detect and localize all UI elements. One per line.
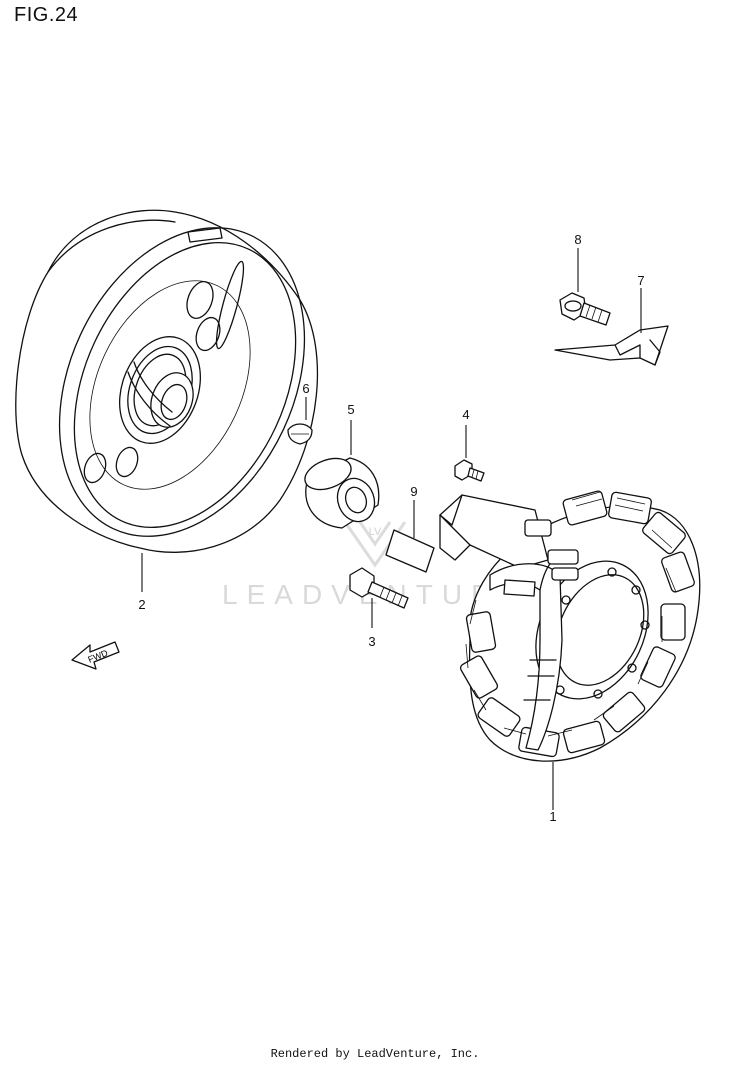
rotor-bolt	[349, 567, 409, 609]
pulser-coil	[439, 494, 552, 569]
wire-harness	[489, 549, 579, 751]
footer-credit: Rendered by LeadVenture, Inc.	[270, 1047, 480, 1061]
spacer-bushing	[304, 457, 380, 529]
callout-4: 4	[462, 407, 469, 422]
watermark-monogram: LV	[369, 526, 382, 538]
wire-clamp	[554, 325, 669, 366]
clamp-bolt	[559, 292, 611, 326]
stator-assembly	[439, 490, 701, 762]
callout-6: 6	[302, 381, 309, 396]
stator-screw	[454, 459, 485, 482]
flywheel-rotor	[15, 209, 319, 553]
woodruff-key	[287, 423, 313, 445]
callout-leaders	[141, 248, 642, 810]
gasket-pad	[385, 529, 435, 573]
stator-coils	[459, 490, 695, 758]
callout-8: 8	[574, 232, 581, 247]
callout-7: 7	[637, 273, 644, 288]
fwd-arrow: FWD	[71, 641, 120, 670]
figure-title: FIG.24	[14, 4, 79, 26]
callout-2: 2	[138, 597, 145, 612]
callout-5: 5	[347, 402, 354, 417]
callouts: 1 2 3 4 5 6 7 8 9	[138, 232, 644, 824]
callout-1: 1	[549, 809, 556, 824]
callout-3: 3	[368, 634, 375, 649]
callout-9: 9	[410, 484, 417, 499]
